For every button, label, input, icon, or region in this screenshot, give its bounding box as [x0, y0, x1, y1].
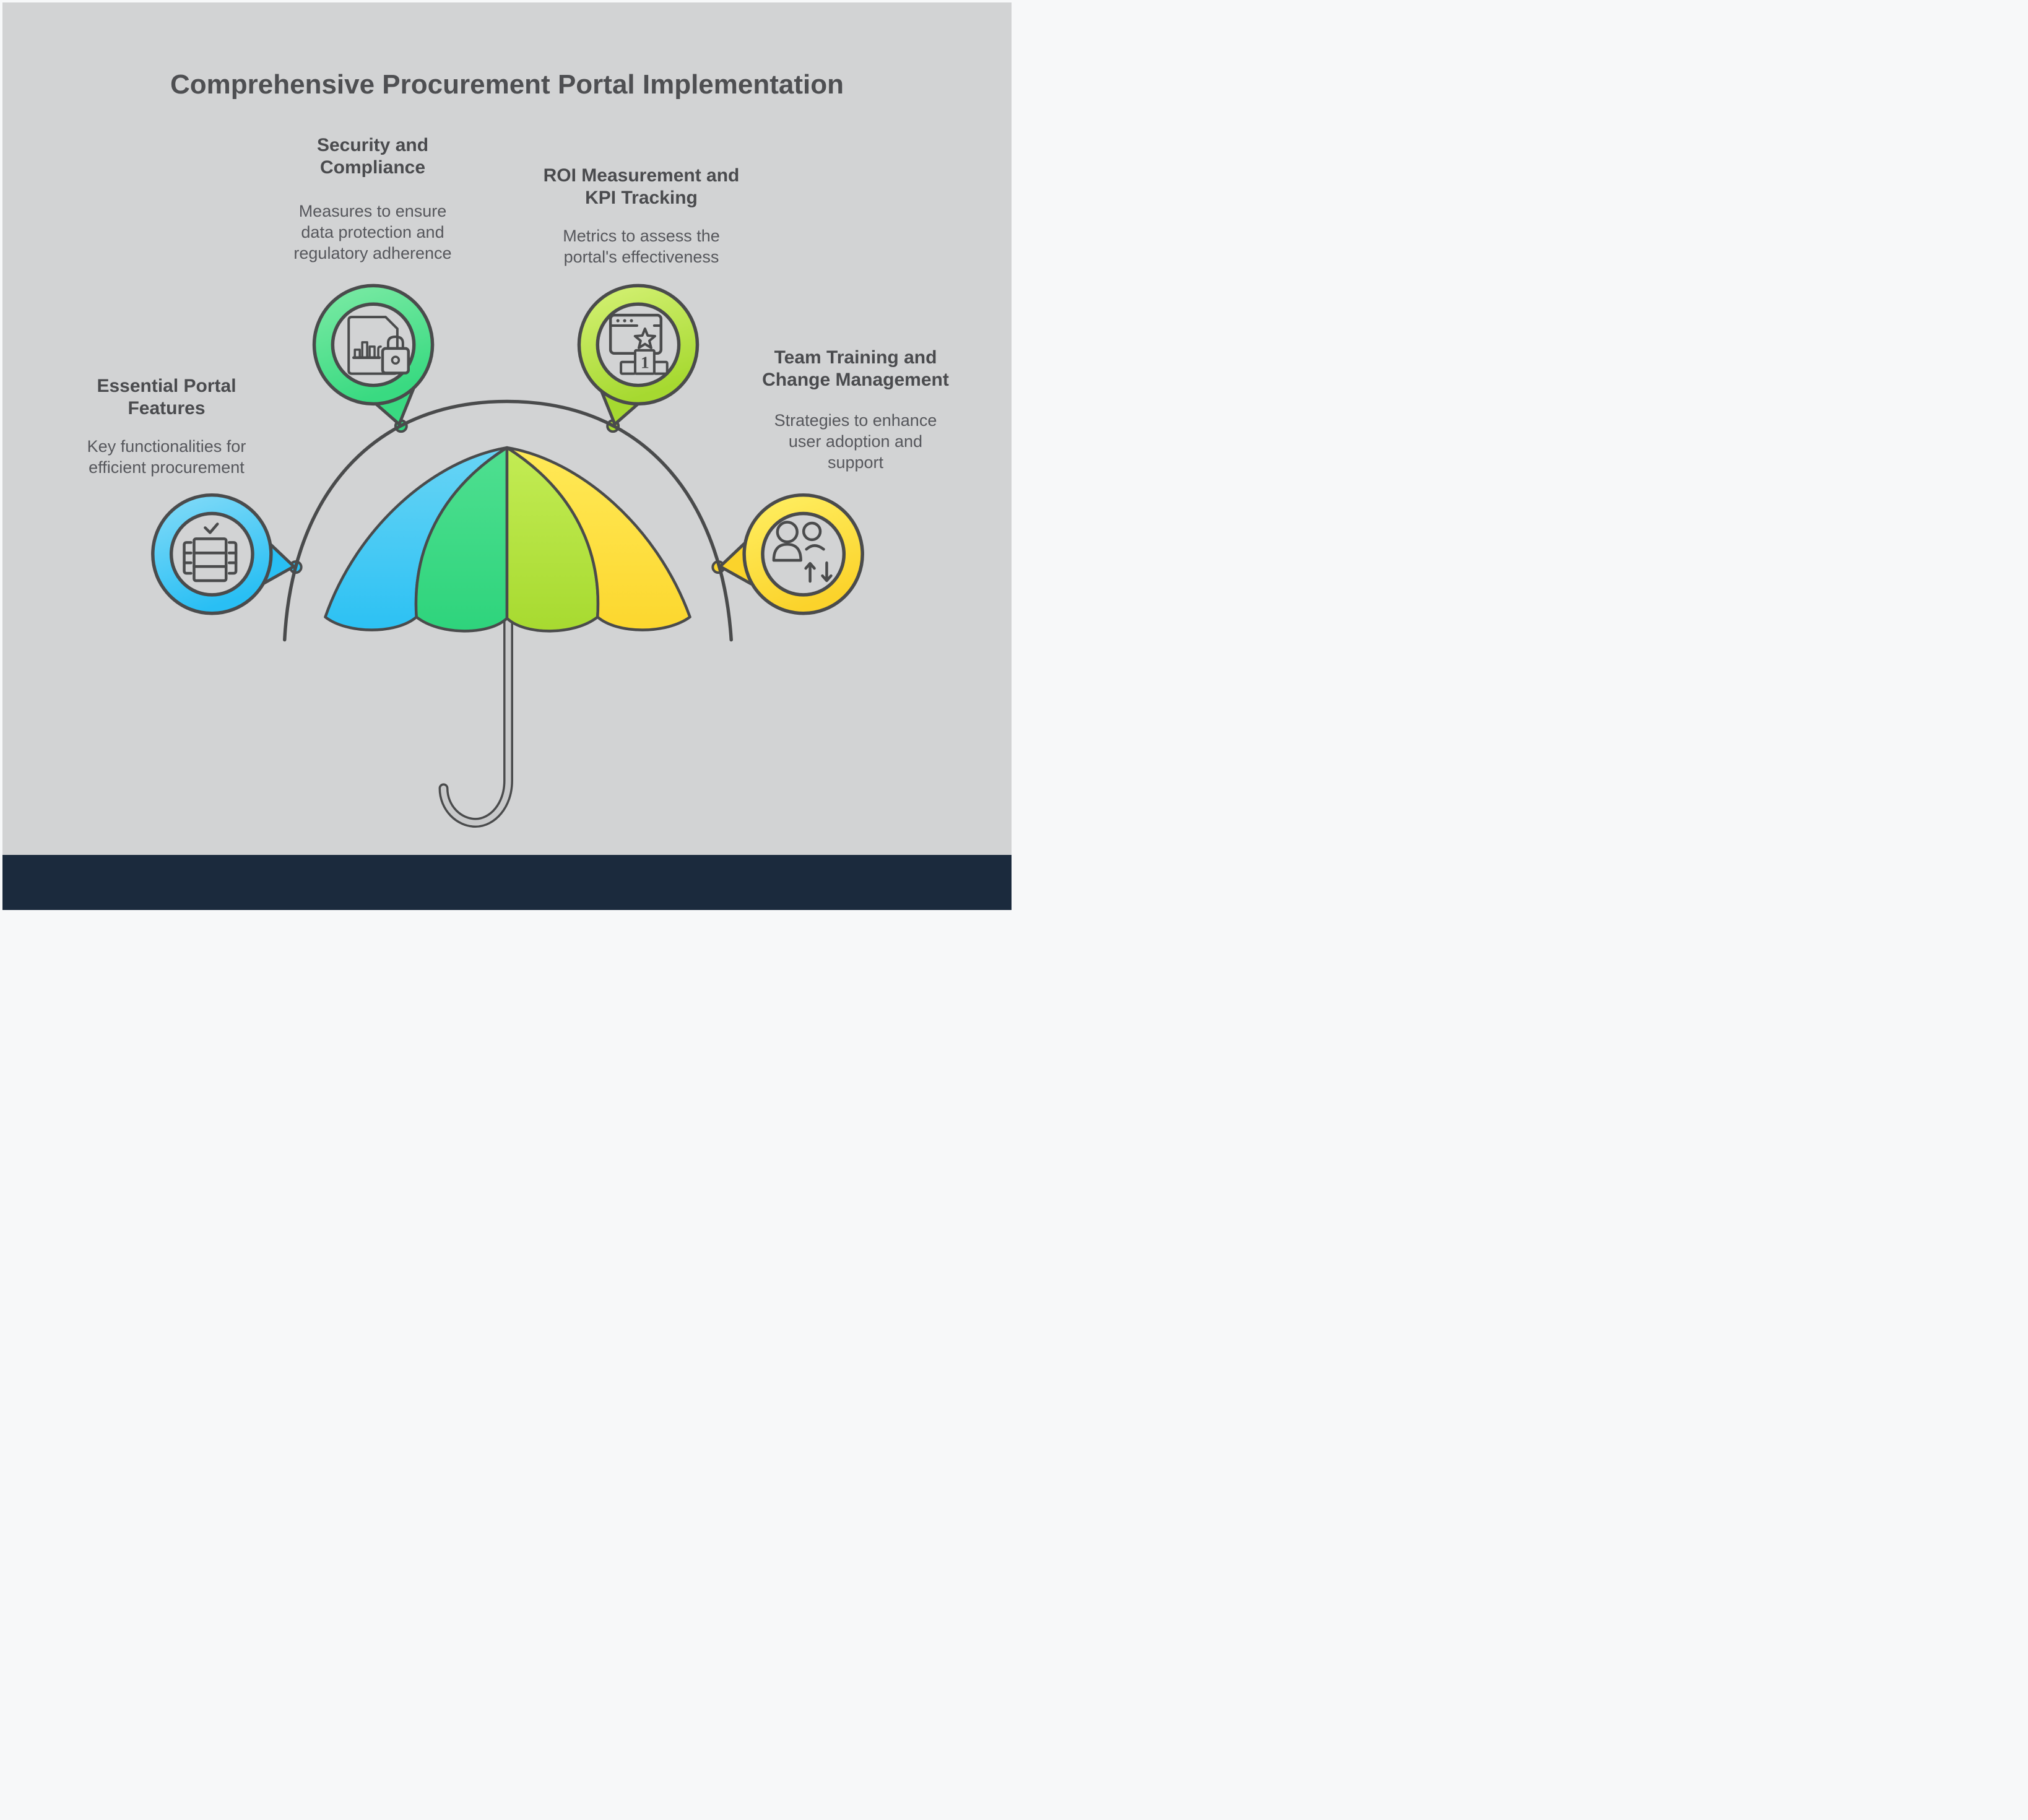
section-body: Key functionalities for efficient procur… — [87, 437, 246, 477]
section-heading: ROI Measurement and KPI Tracking — [543, 165, 740, 208]
checklist-table-icon — [183, 522, 238, 583]
roi-bubble: 1 — [577, 284, 700, 426]
section-body: Strategies to enhance user adoption and … — [774, 411, 937, 472]
section-body: Metrics to assess the portal's effective… — [563, 227, 720, 266]
podium-rank-label: 1 — [641, 353, 649, 373]
footer-accent-bar — [2, 855, 1012, 910]
connector-arc — [283, 399, 733, 642]
section-features-heading: Essential Portal Features — [74, 375, 259, 420]
page-title: Comprehensive Procurement Portal Impleme… — [170, 69, 844, 100]
document-chart-lock-icon — [347, 316, 410, 375]
browser-star-podium-icon: 1 — [609, 313, 669, 375]
section-roi-heading: ROI Measurement and KPI Tracking — [536, 165, 747, 209]
umbrella-illustration — [324, 446, 691, 828]
team-up-down-arrows-icon — [772, 521, 833, 583]
section-training-body: Strategies to enhance user adoption and … — [769, 410, 942, 473]
umbrella-handle — [438, 614, 513, 828]
section-roi-body: Metrics to assess the portal's effective… — [552, 225, 731, 267]
section-heading: Essential Portal Features — [97, 376, 236, 418]
section-security-body: Measures to ensure data protection and r… — [286, 201, 459, 264]
section-heading: Security and Compliance — [316, 135, 429, 178]
section-training-heading: Team Training and Change Management — [756, 347, 955, 391]
infographic-page: 1 Comprehensive Procurement Portal I — [0, 0, 1014, 910]
umbrella-diagram: 1 — [151, 284, 864, 828]
training-bubble — [718, 493, 864, 615]
section-body: Measures to ensure data protection and r… — [293, 202, 452, 262]
section-security-heading: Security and Compliance — [274, 134, 472, 179]
umbrella-segment-yellow — [505, 446, 691, 631]
security-bubble — [312, 284, 435, 426]
section-features-body: Key functionalities for efficient procur… — [74, 436, 259, 478]
section-heading: Team Training and Change Management — [762, 347, 949, 390]
features-bubble — [151, 493, 296, 615]
diagram-canvas: 1 Comprehensive Procurement Portal I — [2, 2, 1012, 910]
umbrella-segment-green — [414, 446, 509, 633]
